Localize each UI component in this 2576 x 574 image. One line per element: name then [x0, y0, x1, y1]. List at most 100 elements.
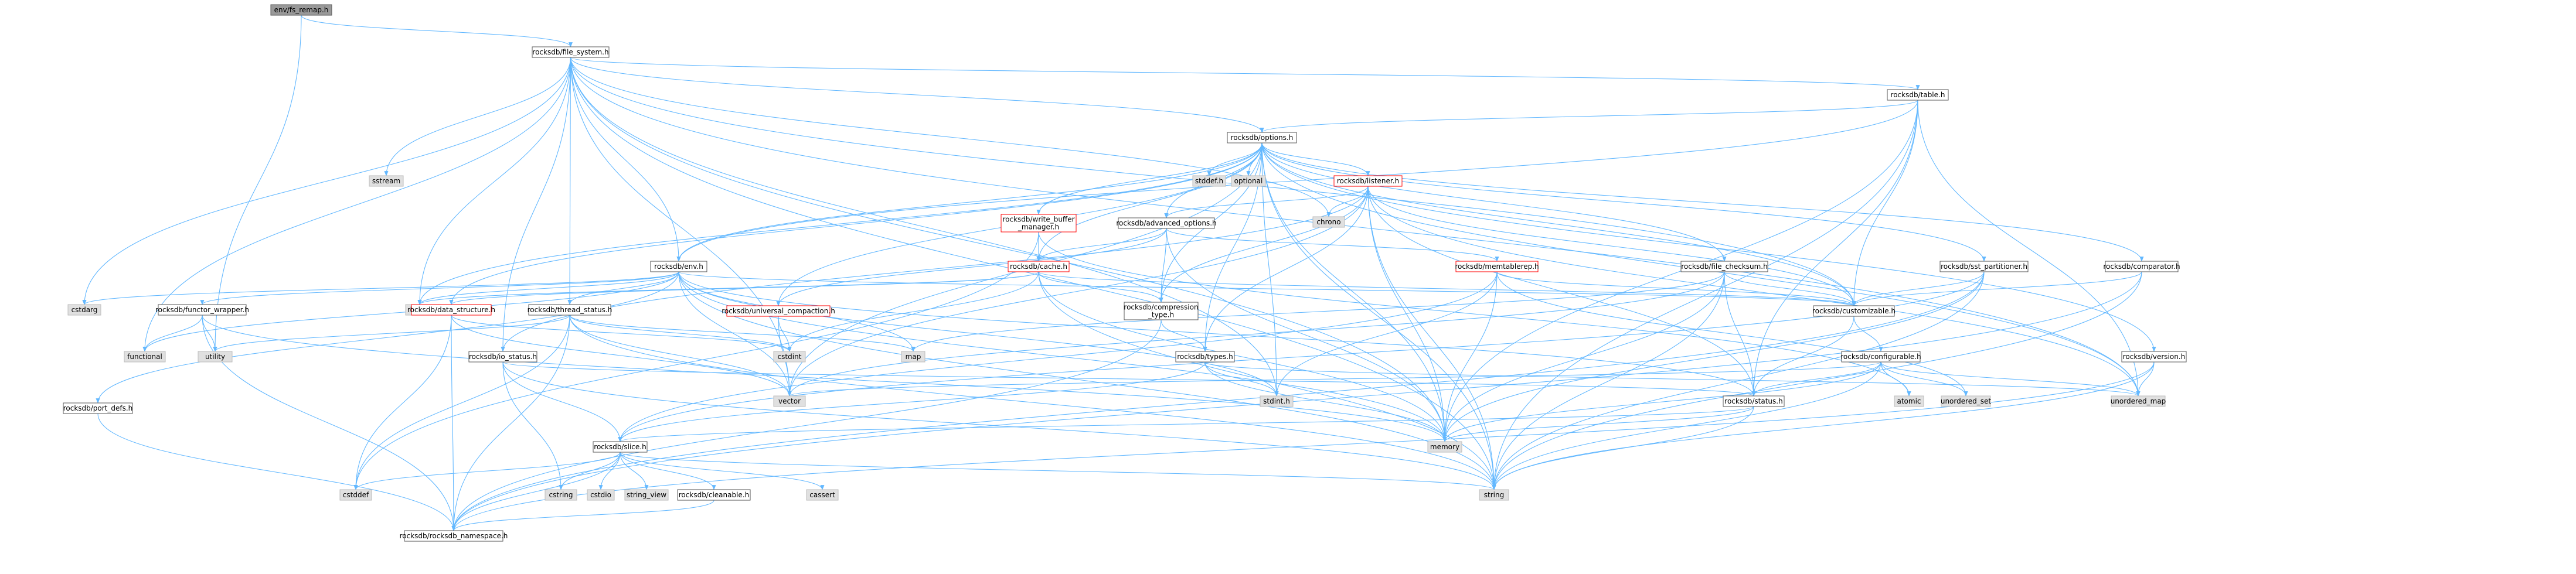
node-label: unordered_set: [1941, 397, 1992, 405]
edge-file_system-to-env: [570, 57, 681, 262]
node-universal_compaction[interactable]: rocksdb/universal_compaction.h: [722, 305, 835, 317]
edge-types-to-unordered_map: [1204, 361, 2141, 397]
node-sst_partitioner[interactable]: rocksdb/sst_partitioner.h: [1939, 261, 2029, 272]
edge-options-to-customizable: [1261, 142, 1856, 306]
node-customizable[interactable]: rocksdb/customizable.h: [1812, 305, 1896, 317]
edge-thread_status-to-utility: [213, 315, 570, 352]
edge-sst_partitioner-to-string: [1492, 271, 1985, 490]
edge-io_status-to-status: [502, 361, 1755, 397]
edge-env-to-vector: [678, 271, 792, 397]
edge-options-to-write_buffer_manager: [1036, 142, 1263, 215]
node-label: rocksdb/env.h: [654, 262, 703, 271]
node-data_structure[interactable]: rocksdb/data_structure.h: [407, 304, 495, 316]
edge-options-to-listener: [1261, 142, 1370, 176]
node-comparator[interactable]: rocksdb/comparator.h: [2103, 261, 2180, 272]
edge-options-to-file_checksum: [1261, 142, 1727, 262]
edge-cache-to-compression_type: [1038, 271, 1163, 303]
node-box: [624, 489, 669, 501]
node-label: rocksdb/cleanable.h: [679, 491, 749, 499]
node-cache[interactable]: rocksdb/cache.h: [1008, 261, 1070, 272]
edge-slice-to-cassert: [620, 452, 825, 490]
edge-file_system-to-unordered_map: [570, 57, 2141, 397]
node-label: rocksdb/sst_partitioner.h: [1941, 262, 2027, 271]
edge-configurable-to-memory: [1442, 361, 1881, 442]
node-cleanable[interactable]: rocksdb/cleanable.h: [677, 489, 751, 501]
edge-thread_status-to-string: [569, 315, 1496, 490]
node-advanced_options[interactable]: rocksdb/advanced_options.h: [1116, 217, 1217, 229]
node-io_status[interactable]: rocksdb/io_status.h: [468, 351, 537, 363]
edge-types-to-stdint_h: [1204, 361, 1279, 397]
node-label: _type.h: [1148, 311, 1174, 319]
node-box: [339, 489, 372, 501]
node-box: [198, 351, 233, 363]
node-port_defs[interactable]: rocksdb/port_defs.h: [63, 402, 133, 414]
edge-compression_type-to-types: [1161, 319, 1207, 352]
node-cstdio: cstdio: [587, 489, 615, 501]
node-label: stdint.h: [1263, 397, 1290, 405]
node-configurable[interactable]: rocksdb/configurable.h: [1840, 351, 1921, 363]
node-box: [532, 46, 610, 58]
edge-envfs_remap-to-utility: [213, 15, 302, 352]
edge-options-to-limits: [417, 142, 1263, 305]
edge-configurable-to-atomic: [1880, 361, 1911, 397]
node-file_system[interactable]: rocksdb/file_system.h: [532, 46, 610, 58]
edge-sst_partitioner-to-customizable: [1852, 271, 1985, 306]
edge-status-to-slice: [618, 406, 1754, 442]
node-listener[interactable]: rocksdb/listener.h: [1333, 175, 1403, 187]
edge-slice-to-cstring: [559, 452, 621, 490]
node-box: [1427, 441, 1462, 453]
node-rocksdb_namespace[interactable]: rocksdb/rocksdb_namespace.h: [400, 530, 508, 542]
node-label: optional: [1234, 177, 1263, 185]
node-status[interactable]: rocksdb/status.h: [1723, 395, 1785, 407]
node-slice[interactable]: rocksdb/slice.h: [593, 441, 648, 453]
node-env[interactable]: rocksdb/env.h: [650, 261, 707, 272]
node-compression_type[interactable]: rocksdb/compression_type.h: [1124, 302, 1199, 320]
node-envfs_remap[interactable]: env/fs_remap.h: [270, 4, 332, 16]
edge-env-to-stdint_h: [678, 271, 1279, 397]
node-types[interactable]: rocksdb/types.h: [1175, 351, 1235, 363]
edge-io_status-to-cstring: [502, 361, 563, 490]
node-box: [1008, 261, 1070, 272]
node-options[interactable]: rocksdb/options.h: [1227, 132, 1297, 144]
edge-options-to-data_structure: [449, 142, 1263, 305]
node-version[interactable]: rocksdb/version.h: [2121, 351, 2187, 363]
node-label: cstdarg: [72, 306, 98, 314]
node-box: [270, 4, 332, 16]
node-atomic: atomic: [1894, 395, 1924, 407]
node-box: [1723, 395, 1785, 407]
edge-slice-to-rocksdb_namespace: [451, 452, 621, 531]
edge-configurable-to-unordered_set: [1880, 361, 1968, 397]
edge-cache-to-memory: [1038, 271, 1447, 442]
node-thread_status[interactable]: rocksdb/thread_status.h: [528, 304, 612, 316]
node-label: rocksdb/advanced_options.h: [1116, 219, 1216, 227]
node-label: rocksdb/file_system.h: [532, 48, 608, 56]
node-box: [1312, 216, 1345, 228]
node-box: [1118, 217, 1215, 229]
edge-memtablerep-to-stdint_h: [1274, 271, 1498, 397]
node-box: [587, 489, 615, 501]
edge-options-to-version: [1261, 142, 2156, 352]
edge-advanced_options-to-memory: [1166, 228, 1447, 442]
edge-memtablerep-to-memory: [1442, 271, 1498, 442]
node-label: rocksdb/thread_status.h: [528, 306, 612, 314]
edge-data_structure-to-cstdint: [451, 315, 792, 352]
edge-cleanable-to-rocksdb_namespace: [451, 500, 714, 531]
edge-types-to-slice: [618, 361, 1206, 442]
node-functor_wrapper[interactable]: rocksdb/functor_wrapper.h: [155, 304, 249, 316]
node-box: [1941, 395, 1991, 407]
node-box: [1124, 302, 1199, 320]
edge-memtablerep-to-customizable: [1496, 271, 1856, 306]
edge-io_status-to-slice: [502, 361, 622, 442]
node-memory: memory: [1427, 441, 1462, 453]
node-write_buffer_manager[interactable]: rocksdb/write_buffer_manager.h: [1001, 214, 1077, 233]
edge-table-to-status: [1751, 100, 1918, 397]
node-optional: optional: [1231, 175, 1266, 187]
node-file_checksum[interactable]: rocksdb/file_checksum.h: [1680, 261, 1768, 272]
node-table[interactable]: rocksdb/table.h: [1887, 89, 1949, 101]
node-memtablerep[interactable]: rocksdb/memtablerep.h: [1455, 261, 1539, 272]
node-box: [773, 395, 806, 407]
edge-file_system-to-chrono: [570, 57, 1331, 217]
edge-advanced_options-to-compression_type: [1159, 228, 1167, 303]
node-label: rocksdb/options.h: [1231, 134, 1294, 142]
